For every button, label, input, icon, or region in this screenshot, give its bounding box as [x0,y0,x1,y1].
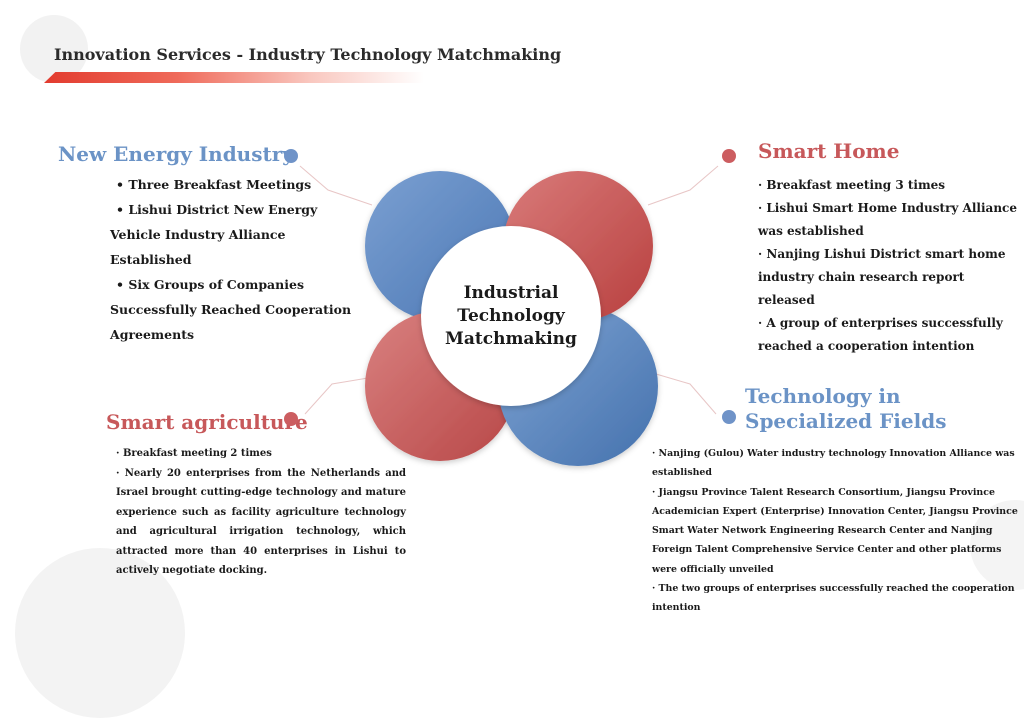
center-label-line: Industrial [463,283,559,303]
section-title-smart-agriculture: Smart agriculture [106,410,308,434]
section-title-new-energy: New Energy Industry [58,142,294,166]
center-label-line: Technology [457,306,565,326]
list-item: · Nearly 20 enterprises from the Netherl… [116,467,406,577]
list-item: Six Groups of Companies Successfully Rea… [110,272,370,347]
section-dot-new-energy [284,149,298,163]
title-accent-bar [44,72,424,83]
list-item: · Nanjing (Gulou) Water industry technol… [652,448,1015,479]
list-item: · A group of enterprises successfully re… [758,316,1003,353]
list-item: · Jiangsu Province Talent Research Conso… [652,486,1018,575]
section-title-line: Specialized Fields [745,409,947,433]
page-title: Innovation Services - Industry Technolog… [54,45,562,64]
center-hub [421,226,601,406]
smart-agriculture-list: · Breakfast meeting 2 times · Nearly 20 … [116,444,406,581]
connector-line-smart-home [647,165,719,206]
center-label-line: Matchmaking [445,329,577,349]
list-item: Three Breakfast Meetings [110,172,370,197]
specialized-fields-list: · Nanjing (Gulou) Water industry technol… [652,444,1018,618]
new-energy-list: Three Breakfast Meetings Lishui District… [110,172,370,347]
list-item: · The two groups of enterprises successf… [652,583,1015,614]
connector-line-specialized-fields [655,373,717,415]
section-title-specialized-fields: Technology in Specialized Fields [745,384,946,434]
section-title-smart-home: Smart Home [758,139,900,163]
matchmaking-diagram [299,165,719,466]
section-dot-specialized-fields [722,410,736,424]
section-title-line: Technology in [745,384,901,408]
list-item: · Breakfast meeting 2 times [116,448,272,459]
list-item: Lishui District New Energy Vehicle Indus… [110,197,370,272]
section-dot-smart-home [722,149,736,163]
section-dot-smart-agriculture [284,412,298,426]
center-label: Industrial Technology Matchmaking [431,282,591,351]
list-item: · Breakfast meeting 3 times [758,178,946,192]
decorative-circle-top-left [20,15,88,83]
list-item: · Nanjing Lishui District smart home ind… [758,247,1006,307]
connector-line-smart-agriculture [304,377,369,415]
smart-home-list: · Breakfast meeting 3 times · Lishui Sma… [758,174,1020,358]
list-item: · Lishui Smart Home Industry Alliance wa… [758,201,1017,238]
